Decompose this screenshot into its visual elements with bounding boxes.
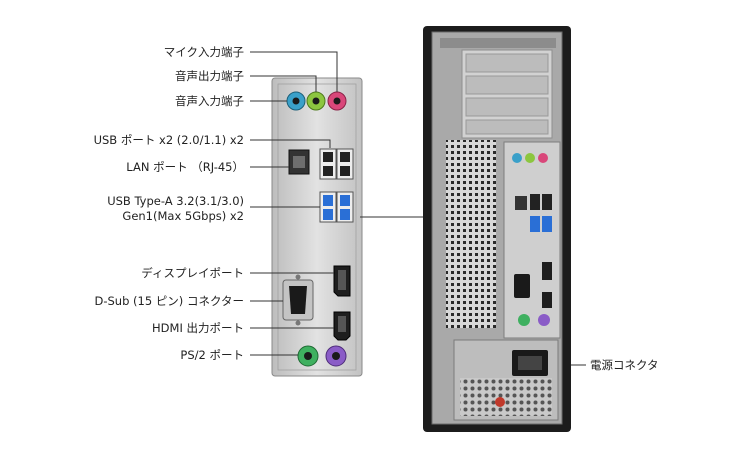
displayport-connector xyxy=(333,265,351,297)
label-usb2-ports: USB ポート x2 (2.0/1.1) x2 xyxy=(93,133,244,147)
label-dsub: D-Sub (15 ピン) コネクター xyxy=(94,294,244,308)
expansion-slot-covers xyxy=(440,38,556,139)
usb3-port-pair xyxy=(319,191,354,223)
io-panel-small xyxy=(503,141,561,339)
hdmi-connector xyxy=(333,311,351,341)
audio-out-jack xyxy=(306,91,326,111)
ps2-mouse-port xyxy=(297,345,319,367)
ps2-keyboard-port xyxy=(325,345,347,367)
label-power-connector: 電源コネクタ xyxy=(590,358,659,372)
label-usb3-ports-line2: Gen1(Max 5Gbps) x2 xyxy=(122,209,244,223)
label-hdmi: HDMI 出力ポート xyxy=(152,321,244,335)
label-audio-input: 音声入力端子 xyxy=(175,94,244,108)
label-audio-output: 音声出力端子 xyxy=(175,69,244,83)
label-displayport: ディスプレイポート xyxy=(141,266,244,280)
dsub-connector xyxy=(282,274,314,326)
case-vent xyxy=(446,140,496,328)
label-usb3-ports-line1: USB Type-A 3.2(3.1/3.0) xyxy=(107,194,244,208)
label-ps2: PS/2 ポート xyxy=(180,348,244,362)
label-lan-port: LAN ポート （RJ-45） xyxy=(126,160,244,174)
audio-in-jack xyxy=(286,91,306,111)
label-mic-input: マイク入力端子 xyxy=(163,45,244,59)
lan-port xyxy=(288,149,310,175)
usb2-port-pair xyxy=(319,148,354,180)
power-supply xyxy=(453,339,559,421)
mic-jack xyxy=(327,91,347,111)
pc-rear-view xyxy=(423,26,571,432)
